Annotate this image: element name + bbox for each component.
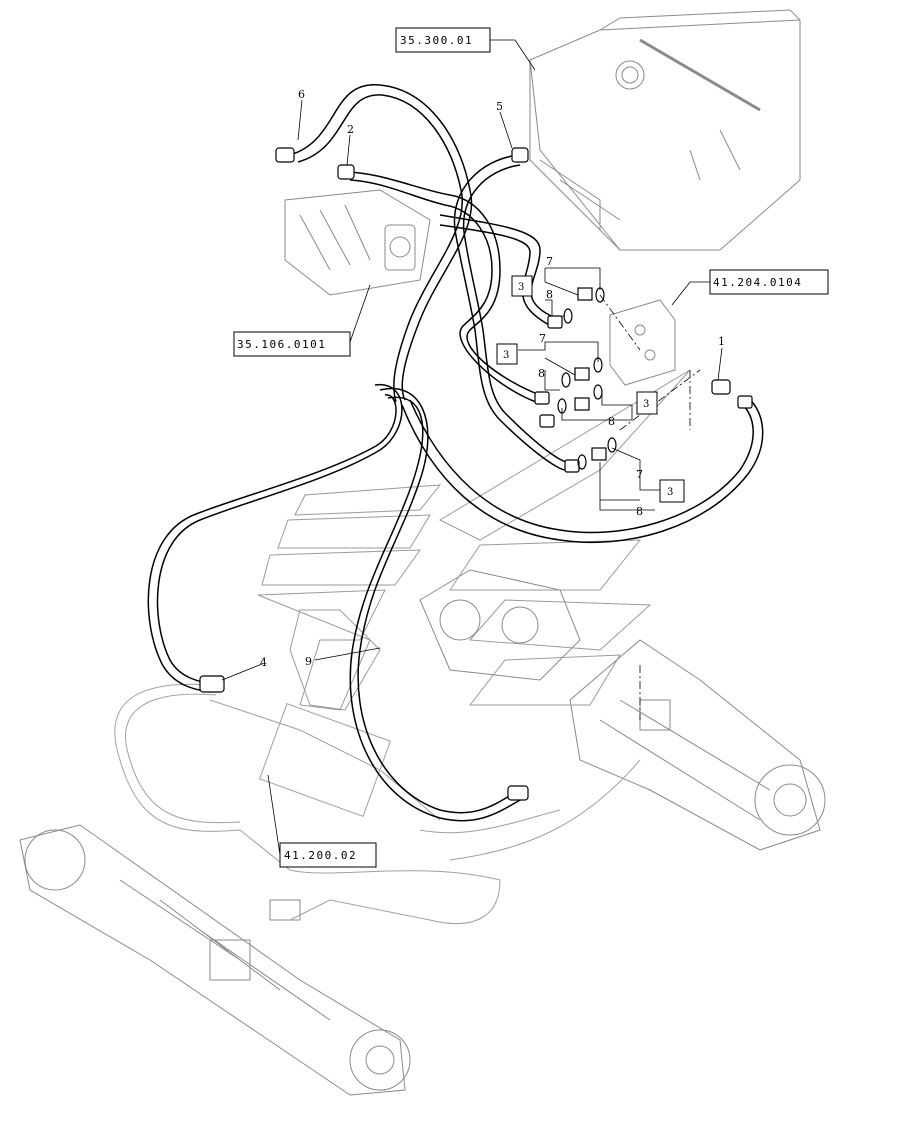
boxed-callout-3d-text: 3 — [667, 487, 673, 498]
hose-6 — [289, 84, 473, 403]
callout-1: 1 — [718, 335, 725, 348]
callout-4: 4 — [260, 656, 267, 669]
boxed-callout-3a: 3 — [511, 275, 533, 297]
rear-axle — [19, 824, 411, 1096]
o-rings-adapters — [557, 287, 617, 470]
hydraulic-tank — [529, 9, 801, 251]
hose-5 — [453, 154, 573, 472]
callout-7b: 7 — [539, 332, 546, 345]
callout-8c: 8 — [608, 415, 615, 428]
boxed-callout-3b-text: 3 — [503, 350, 509, 361]
ref-label-41-204-0104: 41.204.0104 — [713, 276, 802, 289]
boxed-callout-3a-text: 3 — [518, 282, 524, 293]
ref-box-35-106-0101[interactable]: 35.106.0101 — [233, 331, 351, 357]
callout-2: 2 — [347, 123, 354, 136]
boxed-callout-3b: 3 — [496, 343, 518, 365]
lower-hose-circuit — [114, 683, 641, 925]
callout-6: 6 — [298, 88, 305, 101]
callout-7c: 7 — [636, 468, 643, 481]
ref-box-41-200-02[interactable]: 41.200.02 — [279, 842, 377, 868]
callout-8b: 8 — [538, 367, 545, 380]
hose-2 — [344, 171, 541, 403]
leader-lines — [221, 39, 723, 856]
hose-upper-loop — [439, 214, 561, 329]
boxed-callout-3c: 3 — [636, 391, 658, 415]
front-axle — [569, 639, 826, 851]
callout-8a: 8 — [546, 288, 553, 301]
callout-8d: 8 — [636, 505, 643, 518]
callout-9: 9 — [305, 655, 312, 668]
control-valve-block — [609, 299, 676, 386]
callout-5: 5 — [496, 100, 503, 113]
watermark-logo — [257, 369, 691, 711]
transmission — [419, 569, 581, 681]
ref-label-41-200-02: 41.200.02 — [284, 849, 357, 862]
hose-9 — [349, 387, 525, 822]
hose-fittings — [199, 147, 753, 801]
ref-box-35-300-01[interactable]: 35.300.01 — [395, 27, 491, 53]
boxed-callout-3d: 3 — [659, 479, 685, 503]
ref-box-41-204-0104[interactable]: 41.204.0104 — [709, 269, 829, 295]
ref-label-35-300-01: 35.300.01 — [400, 34, 473, 47]
hydraulic-pump — [284, 189, 431, 296]
hose-1 — [401, 397, 764, 544]
callout-7a: 7 — [546, 255, 553, 268]
boxed-callout-3c-text: 3 — [643, 399, 649, 410]
center-lines — [599, 294, 701, 720]
hose-4 — [147, 384, 403, 693]
ref-label-35-106-0101: 35.106.0101 — [237, 338, 326, 351]
